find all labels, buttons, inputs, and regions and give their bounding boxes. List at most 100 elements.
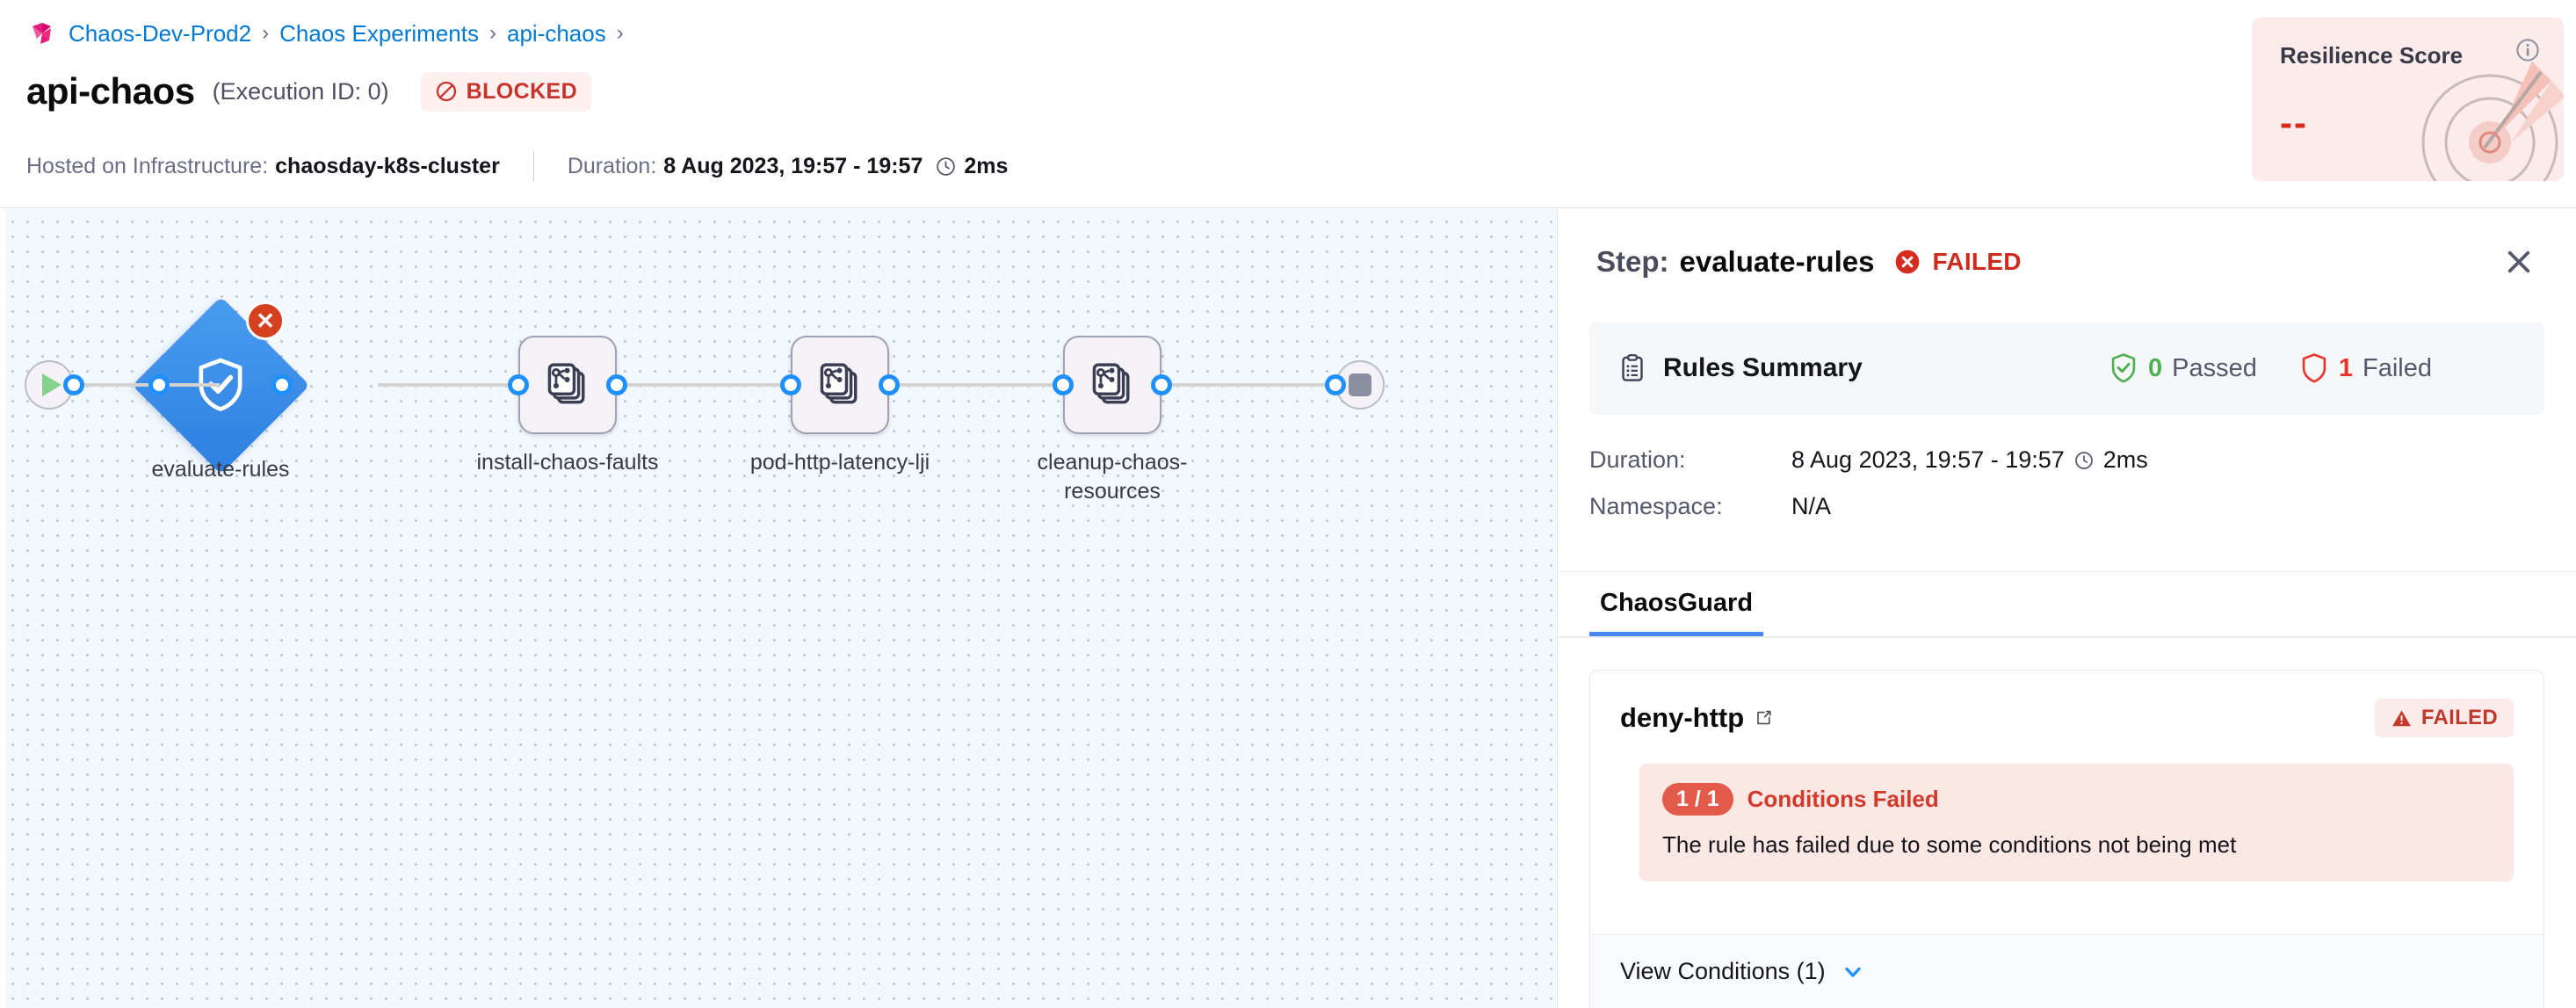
conditions-failed-message: The rule has failed due to some conditio… — [1662, 831, 2237, 858]
rule-card-deny-http: deny-http FAILED 1 / 1 Conditions Failed — [1589, 670, 2544, 1008]
port-cleanup-in[interactable] — [1053, 374, 1074, 395]
edge-cleanup-to-end — [1160, 383, 1335, 387]
chaos-faults-icon — [820, 363, 857, 404]
view-conditions-label: View Conditions (1) — [1620, 958, 1826, 984]
breadcrumb-item-2[interactable]: api-chaos — [506, 19, 606, 47]
breadcrumb-separator: › — [262, 21, 270, 45]
breadcrumb: Chaos-Dev-Prod2 › Chaos Experiments › ap… — [30, 19, 624, 47]
meta-divider — [532, 151, 534, 181]
conditions-failed-label: Conditions Failed — [1747, 786, 1939, 812]
conditions-count-badge: 1 / 1 — [1662, 783, 1733, 816]
tab-chaosguard[interactable]: ChaosGuard — [1589, 589, 1764, 636]
clipboard-icon — [1622, 354, 1643, 381]
graph-node-cleanup-chaos-resources[interactable]: cleanup-chaos-resources — [1038, 336, 1187, 504]
graph-node-end[interactable] — [1325, 360, 1385, 410]
target-dart-icon — [2421, 62, 2564, 181]
panel-step-name: evaluate-rules — [1679, 245, 1875, 278]
detail-value-text: N/A — [1791, 493, 1832, 519]
detail-value-text: 8 Aug 2023, 19:57 - 19:57 — [1791, 446, 2065, 473]
breadcrumb-separator: › — [488, 21, 496, 45]
step-details-panel: Step: evaluate-rules FAILED — [1557, 209, 2576, 1008]
graph-node-evaluate-rules[interactable]: ✕ evaluate-rules — [132, 296, 310, 482]
port-end-in[interactable] — [1325, 374, 1346, 395]
view-conditions-toggle[interactable]: View Conditions (1) — [1590, 934, 2543, 1008]
page-title: api-chaos — [26, 70, 195, 112]
title-row: api-chaos (Execution ID: 0) BLOCKED — [26, 70, 592, 112]
graph-node-label: pod-http-latency-lji — [749, 450, 930, 475]
rules-failed-label: Failed — [2363, 353, 2432, 382]
breadcrumb-item-1[interactable]: Chaos Experiments — [279, 19, 479, 47]
port-install-in[interactable] — [508, 374, 529, 395]
duration-time: 2ms — [964, 153, 1009, 178]
detail-value-extra: 2ms — [2102, 446, 2148, 473]
rules-summary-title: Rules Summary — [1663, 353, 1863, 382]
detail-row-duration: Duration: 8 Aug 2023, 19:57 - 19:57 2ms — [1589, 446, 2544, 474]
clock-icon — [2074, 451, 2093, 469]
status-badge-label: BLOCKED — [466, 78, 578, 104]
chevron-down-icon[interactable] — [1840, 959, 1866, 985]
resilience-score-value: -- — [2280, 102, 2308, 143]
external-link-icon[interactable] — [1753, 707, 1774, 729]
detail-row-namespace: Namespace: N/A — [1589, 493, 2544, 520]
panel-status: FAILED — [1893, 248, 2022, 276]
rules-failed-group: 1 Failed — [2299, 352, 2432, 384]
rule-status-badge: FAILED — [2374, 699, 2514, 737]
info-icon[interactable] — [2514, 37, 2541, 63]
graph-node-label: evaluate-rules — [151, 457, 290, 482]
step-details-list: Duration: 8 Aug 2023, 19:57 - 19:57 2ms … — [1589, 446, 2544, 540]
harness-logo-icon — [33, 23, 51, 44]
port-start-out[interactable] — [63, 374, 84, 395]
duration-time-group: 2ms — [935, 154, 1008, 179]
pipeline-canvas[interactable]: ✕ evaluate-rules install-chaos-faults — [0, 209, 1557, 1008]
graph-node-label: install-chaos-faults — [476, 450, 659, 475]
rule-name-text: deny-http — [1620, 702, 1745, 733]
rules-passed-group: 0 Passed — [2109, 352, 2257, 384]
play-icon — [42, 373, 62, 396]
edge-evaluate-to-install — [378, 383, 518, 387]
graph-node-install-chaos-faults[interactable]: install-chaos-faults — [476, 336, 659, 475]
port-latency-out[interactable] — [879, 374, 900, 395]
close-icon[interactable] — [2499, 242, 2539, 282]
rules-passed-label: Passed — [2172, 353, 2257, 382]
rules-summary-left: Rules Summary — [1617, 353, 1863, 383]
graph-node-pod-http-latency[interactable]: pod-http-latency-lji — [750, 336, 930, 475]
panel-step-prefix: Step: — [1596, 245, 1669, 278]
rule-status-label: FAILED — [2420, 706, 2498, 729]
clock-icon — [937, 156, 956, 176]
resilience-score-card: Resilience Score -- — [2252, 18, 2564, 181]
step-node-shape — [1063, 336, 1161, 434]
page-header: Chaos-Dev-Prod2 › Chaos Experiments › ap… — [0, 0, 2576, 208]
port-install-out[interactable] — [606, 374, 627, 395]
infrastructure-label: Hosted on Infrastructure: — [26, 153, 269, 178]
duration-label: Duration: — [567, 153, 657, 178]
panel-status-label: FAILED — [1932, 248, 2022, 275]
error-x-icon: ✕ — [246, 301, 285, 340]
panel-title: Step: evaluate-rules — [1596, 245, 1874, 279]
edge-install-to-latency — [615, 383, 782, 387]
detail-value: 8 Aug 2023, 19:57 - 19:57 2ms — [1791, 446, 2148, 474]
shield-check-green-icon — [2111, 353, 2136, 383]
rules-passed-count: 0 — [2147, 353, 2163, 382]
graph-node-start[interactable] — [25, 360, 84, 410]
breadcrumb-item-0[interactable]: Chaos-Dev-Prod2 — [69, 19, 252, 47]
start-node-shape — [25, 360, 74, 410]
panel-tabs: ChaosGuard — [1558, 571, 2576, 638]
port-evaluate-out[interactable] — [271, 374, 293, 395]
stop-icon — [1349, 373, 1371, 396]
no-entry-icon — [436, 81, 456, 102]
rules-summary-card: Rules Summary 0 Passed 1 Failed — [1589, 322, 2544, 415]
port-latency-in[interactable] — [780, 374, 801, 395]
rule-name: deny-http — [1620, 702, 1774, 734]
edge-start-to-evaluate — [70, 383, 220, 387]
shield-red-icon — [2302, 353, 2326, 383]
rules-failed-count: 1 — [2338, 353, 2353, 382]
warning-triangle-icon — [2391, 709, 2411, 726]
canvas-left-rail — [0, 209, 5, 1008]
error-circle-icon — [1896, 250, 1920, 274]
port-evaluate-in[interactable] — [148, 374, 170, 395]
breadcrumb-separator: › — [616, 21, 624, 45]
meta-row: Hosted on Infrastructure: chaosday-k8s-c… — [26, 151, 1008, 181]
detail-key: Duration: — [1589, 446, 1686, 473]
port-cleanup-out[interactable] — [1151, 374, 1172, 395]
conditions-failed-header: 1 / 1 Conditions Failed — [1662, 783, 2491, 816]
